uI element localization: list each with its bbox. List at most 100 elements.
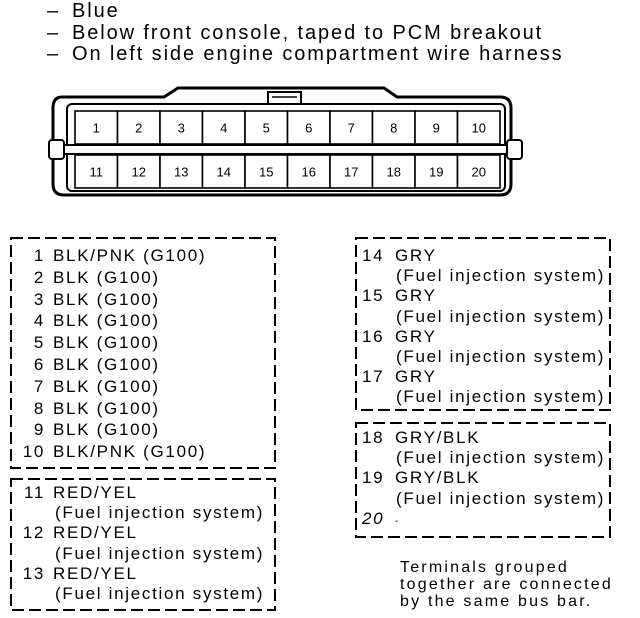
terminal-pin-number: 8 (390, 121, 397, 136)
terminal-cavity (329, 110, 374, 145)
wire-color: RED/YEL (53, 563, 138, 583)
wire-color: BLK/PNK (G100) (53, 442, 207, 462)
terminal-cavity (414, 154, 459, 189)
group-dashed-frame (10, 478, 276, 611)
terminal-row: 20- (362, 509, 611, 529)
terminal-pin-number: 18 (387, 165, 401, 180)
terminal-row: 5 BLK (G100) (10, 332, 276, 354)
terminal-row: 10 BLK/PNK (G100) (10, 441, 276, 463)
terminal-pin-number: 1 (93, 121, 100, 136)
group-dashed-border (10, 237, 276, 469)
wire-color: BLK (G100) (53, 333, 160, 353)
terminal-number: 19 (362, 468, 385, 488)
wire-color: GRY (395, 367, 437, 387)
locking-bar (48, 139, 523, 160)
terminal-numbers-top: 1 2 3 4 5 6 7 8 9 10 (93, 121, 486, 136)
terminal-cavity (74, 110, 119, 145)
wire-color: BLK (G100) (53, 311, 160, 331)
circuit-description: (Fuel injection system) (396, 306, 606, 326)
terminal-cavity (116, 110, 161, 145)
terminal-number: 5 (33, 333, 45, 353)
terminal-number: 1 (33, 246, 45, 265)
footnote-line: together are connected (400, 576, 613, 593)
terminal-row: 17 GRY (362, 367, 611, 387)
bus-bar-footnote: Terminals grouped together are connected… (400, 559, 613, 610)
terminal-pin-number: 9 (433, 121, 440, 136)
terminal-number: 9 (33, 420, 45, 440)
terminal-number: 10 (22, 442, 45, 462)
footnote-line: by the same bus bar. (400, 593, 593, 610)
note-bullet: – (47, 43, 61, 65)
terminal-pin-number: 7 (348, 121, 355, 136)
terminal-number: 4 (33, 311, 45, 331)
wire-color: RED/YEL (53, 483, 138, 502)
wire-color: BLK (G100) (53, 267, 160, 287)
terminal-row-top (74, 110, 501, 145)
terminal-number: 13 (22, 563, 45, 583)
terminal-pin-number: 19 (429, 165, 443, 180)
terminal-number: 2 (33, 267, 45, 287)
locking-bar-left-ear (48, 139, 65, 160)
wire-color: BLK (G100) (53, 420, 160, 440)
terminal-cavity (201, 154, 246, 189)
terminal-number: 17 (362, 367, 385, 387)
connector-latch (267, 91, 302, 105)
terminal-row: 13 RED/YEL (10, 564, 276, 584)
terminal-pin-number: 13 (174, 165, 188, 180)
wire-color: BLK (G100) (53, 376, 160, 396)
terminal-row-bottom (74, 154, 501, 189)
terminal-pin-number: 3 (178, 121, 185, 136)
terminal-pin-number: 12 (132, 165, 146, 180)
terminal-number: 16 (362, 326, 385, 346)
wire-color: BLK/PNK (G100) (53, 246, 207, 265)
wire-color: BLK (G100) (53, 398, 160, 418)
note-text: Blue (72, 0, 120, 22)
circuit-description: (Fuel injection system) (55, 543, 265, 563)
group-dashed-frame (355, 237, 611, 411)
terminal-numbers-bottom: 11 12 13 14 15 16 17 18 19 20 (90, 165, 486, 180)
wire-color: RED/YEL (53, 523, 138, 543)
terminal-row: 2 BLK (G100) (10, 267, 276, 289)
circuit-description: (Fuel injection system) (396, 266, 606, 286)
terminal-row: 16 GRY (362, 327, 611, 347)
terminal-number: 20 (362, 508, 385, 528)
group-dashed-border (10, 478, 276, 611)
wire-color: BLK (G100) (53, 289, 160, 309)
wire-color: - (395, 515, 401, 527)
terminal-pin-number: 6 (305, 121, 312, 136)
terminal-cavity (201, 110, 246, 145)
terminal-row: 9 BLK (G100) (10, 419, 276, 441)
connector-diagram: 1 2 3 4 5 6 7 8 9 10 11 12 13 14 15 16 1… (48, 86, 523, 197)
terminal-cavity (456, 154, 501, 189)
terminal-pin-number: 20 (472, 165, 486, 180)
terminal-number: 18 (362, 428, 385, 447)
terminal-pin-number: 14 (217, 165, 231, 180)
terminal-cavity (116, 154, 161, 189)
terminal-pin-number: 15 (259, 165, 273, 180)
footnote-line: Terminals grouped (400, 559, 570, 576)
terminal-number: 6 (33, 354, 45, 374)
terminal-cavity (371, 154, 416, 189)
wire-color: GRY (395, 286, 437, 306)
terminal-cavity (286, 110, 331, 145)
locking-bar-rail (59, 144, 513, 155)
note-text: On left side engine compartment wire har… (72, 43, 564, 65)
terminal-row: 4 BLK (G100) (10, 310, 276, 332)
circuit-description: (Fuel injection system) (55, 503, 265, 523)
terminal-cavity (244, 110, 289, 145)
circuit-description: (Fuel injection system) (396, 488, 606, 508)
latch-tab (267, 91, 302, 105)
terminal-pin-number: 4 (220, 121, 227, 136)
wire-color: GRY (395, 326, 437, 346)
terminal-pin-number: 5 (263, 121, 270, 136)
group-dashed-border (355, 422, 611, 538)
